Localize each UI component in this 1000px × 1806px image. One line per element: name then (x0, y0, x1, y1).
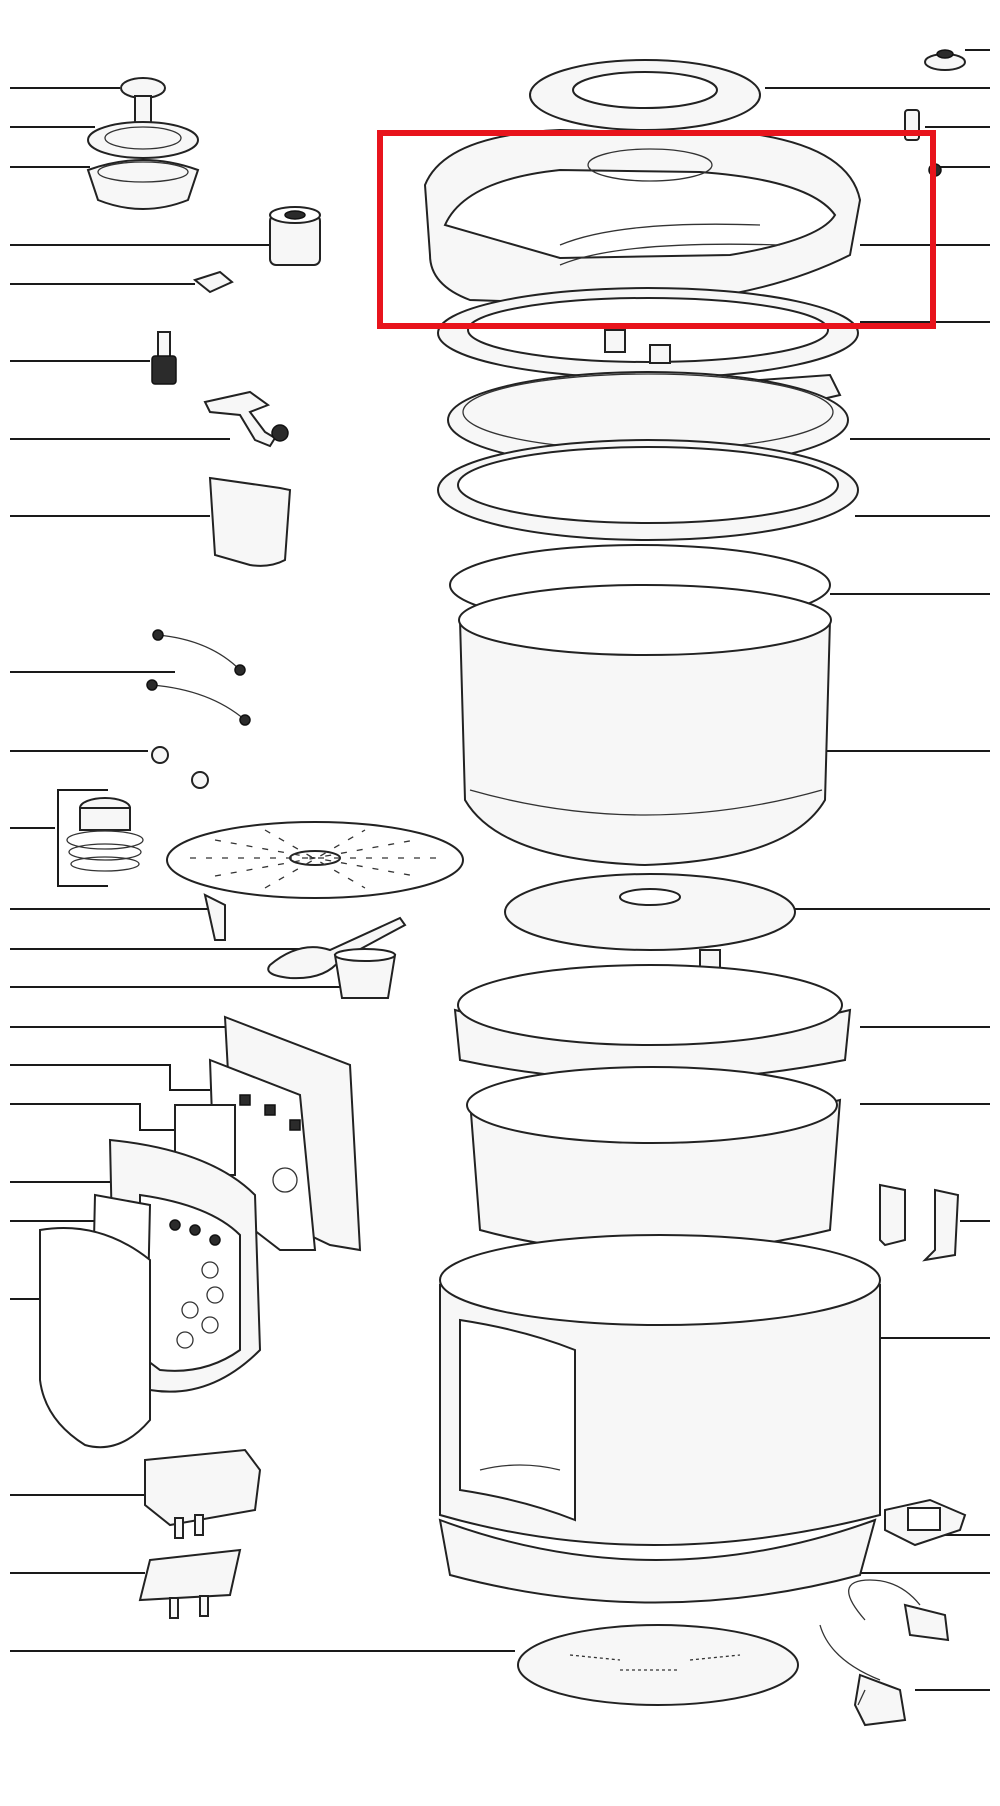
circuit-board-small (138, 1548, 242, 1602)
steam-rack (166, 821, 464, 941)
board-pin (199, 1595, 209, 1617)
lock-lever (203, 390, 277, 448)
small-nut (151, 746, 169, 764)
lower-left-parts (138, 1448, 262, 1619)
outer-body (439, 1234, 881, 1546)
bottom-cover (517, 1624, 799, 1706)
left-callout-lines (10, 87, 515, 1652)
condensation-collector (208, 476, 292, 567)
small-nut (191, 771, 209, 789)
right-parts-column (819, 49, 967, 1727)
power-socket (884, 1498, 967, 1547)
board-components (239, 1094, 301, 1193)
terminal-block (144, 1448, 262, 1527)
float-valve-cylinder (269, 206, 321, 266)
mounting-bracket (879, 1183, 960, 1262)
outer-shell-ring (453, 964, 852, 1081)
lid-sealing-frame (437, 371, 859, 541)
terminal-pin (174, 1517, 184, 1539)
callout-line (10, 1103, 175, 1131)
callout-bracket (57, 789, 108, 887)
front-cover (39, 1227, 151, 1449)
small-clip (192, 270, 234, 294)
inner-housing (466, 1066, 842, 1254)
panel-button-cluster (169, 1219, 224, 1349)
left-parts-column (66, 77, 464, 999)
serving-spoon (267, 916, 407, 980)
valve-pin (151, 331, 177, 385)
cap-nut (924, 49, 966, 71)
measuring-cup-rim (334, 948, 396, 962)
board-pin (169, 1597, 179, 1619)
right-callout-lines (765, 49, 990, 1691)
terminal-pin (194, 1514, 204, 1536)
power-cord (819, 1579, 950, 1727)
highlight-box (377, 130, 936, 329)
lid-top-cover (423, 128, 862, 307)
wire-harness (146, 629, 251, 726)
base-ring (438, 1518, 877, 1604)
lever-spring (271, 424, 289, 442)
control-panel-assembly (39, 1015, 362, 1449)
inner-pot (458, 584, 832, 867)
callout-line (10, 1064, 210, 1091)
valve-knob-assembly (86, 77, 200, 210)
lid-top-knob (529, 59, 761, 131)
heating-plate (504, 873, 796, 981)
float-valve-spring (66, 797, 144, 872)
central-cooker-stack (423, 59, 881, 1706)
